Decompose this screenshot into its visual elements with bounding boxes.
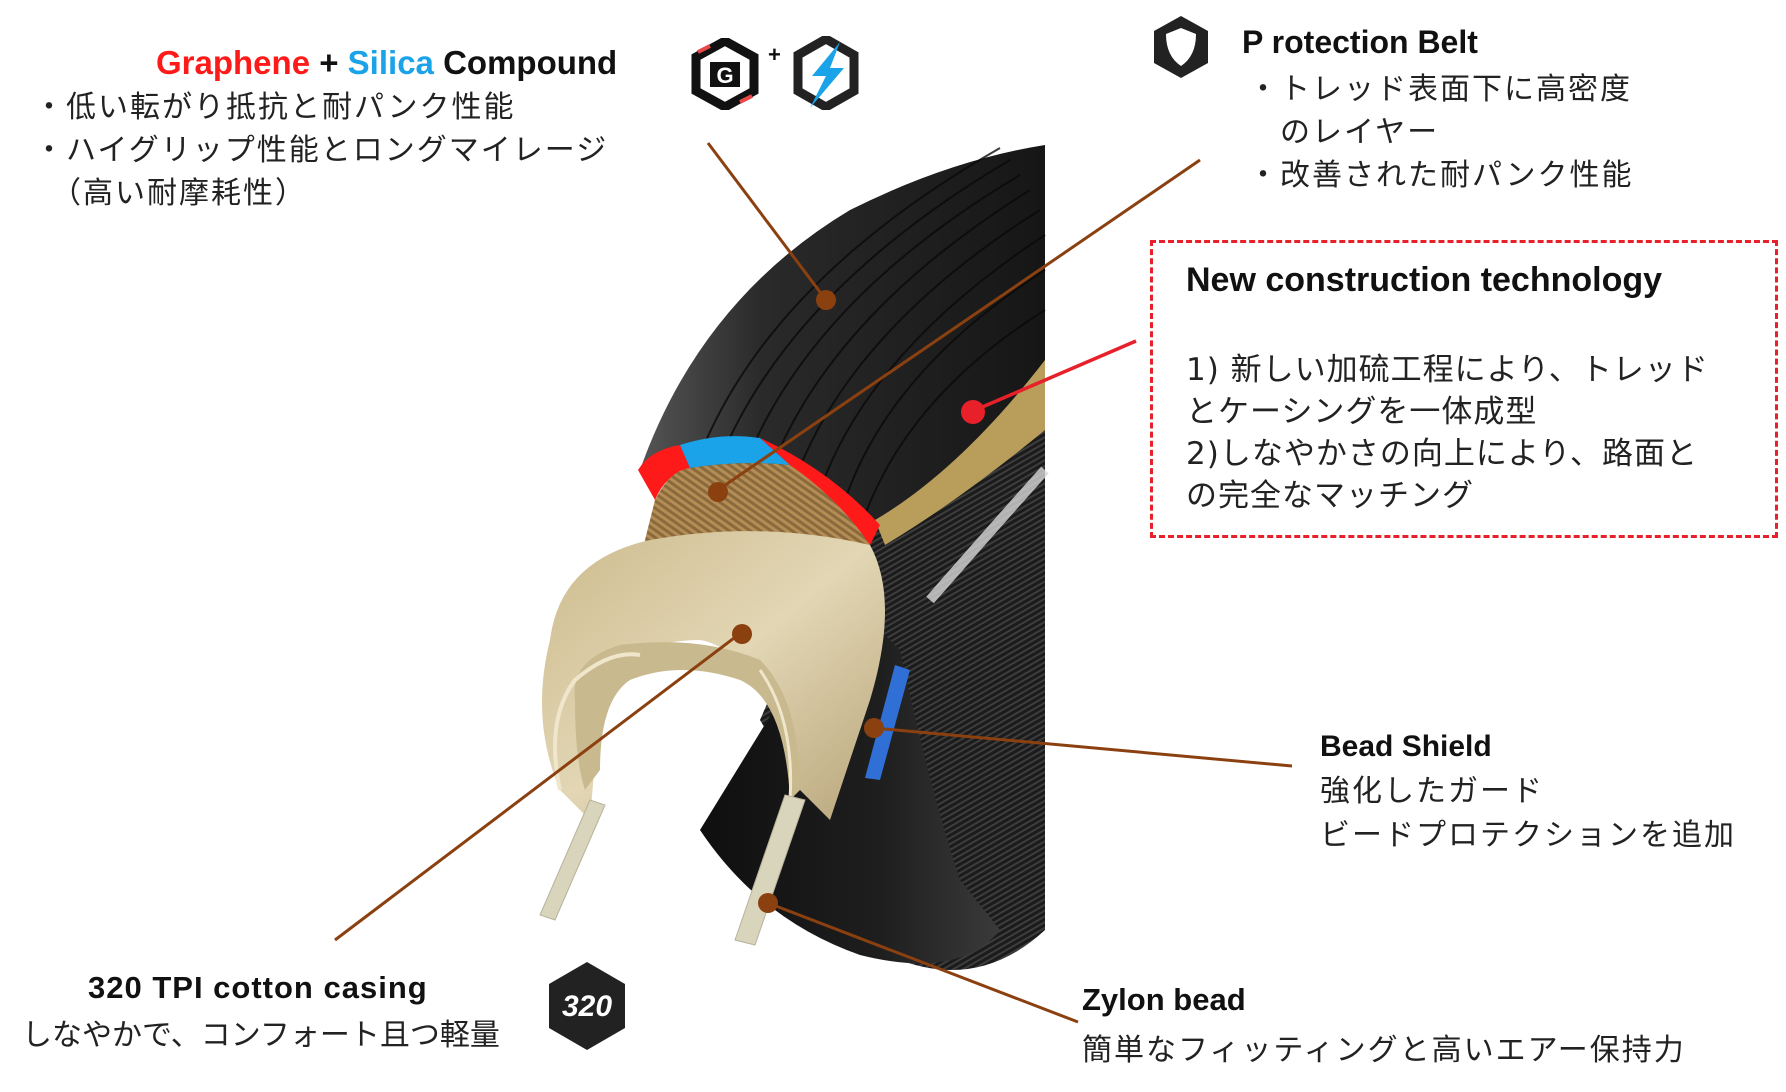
silica-label: Silica [347, 44, 434, 81]
compound-title: Graphene + Silica Compound [156, 44, 617, 82]
tpi-320-hex-icon: 320 [549, 962, 625, 1050]
compound-bullet: （高い耐摩耗性） [34, 176, 307, 211]
bead-shield-line: 強化したガード [1320, 774, 1544, 809]
protection-belt-bullet: ・改善された耐パンク性能 [1248, 158, 1634, 193]
bead-shield-title: Bead Shield [1320, 730, 1492, 763]
new-construction-box: New construction technology 1) 新しい加硫工程によ… [1150, 240, 1778, 538]
new-construction-title: New construction technology [1186, 261, 1663, 299]
protection-belt-bullets: ・トレッド表面下に高密度 のレイヤー ・改善された耐パンク性能 [1248, 68, 1634, 197]
graphene-g-hex-icon: G [691, 38, 759, 110]
compound-label: Compound [443, 44, 618, 81]
bead-shield-lines: 強化したガード ビードプロテクションを追加 [1320, 770, 1736, 858]
plus-sign: + [319, 44, 339, 81]
new-construction-line: 2)しなやかさの向上により、路面と [1186, 436, 1698, 472]
casing-shape [542, 531, 885, 820]
protection-belt-bullet: のレイヤー [1248, 115, 1440, 150]
casing-title: 320 TPI cotton casing [88, 970, 428, 1005]
icons-plus-sign: + [768, 42, 781, 67]
protection-belt-title: P rotection Belt [1242, 24, 1478, 60]
bead-shield-strip [865, 665, 910, 780]
protection-belt-bullet: ・トレッド表面下に高密度 [1248, 72, 1632, 107]
new-construction-line: とケーシングを一体成型 [1186, 394, 1538, 430]
silica-lightning-hex-icon [793, 36, 859, 110]
casing-subtitle: しなやかで、コンフォート且つ軽量 [22, 1018, 500, 1053]
shield-hex-icon [1154, 16, 1208, 78]
leader-dots [708, 290, 985, 913]
zylon-subtitle: 簡単なフィッティングと高いエアー保持力 [1082, 1033, 1686, 1068]
compound-bullet: ・ハイグリップ性能とロングマイレージ [34, 133, 609, 168]
new-construction-line: の完全なマッチング [1186, 478, 1474, 514]
graphene-label: Graphene [156, 44, 311, 81]
svg-text:320: 320 [562, 990, 612, 1023]
new-construction-lines: 1) 新しい加硫工程により、トレッド とケーシングを一体成型 2)しなやかさの向… [1186, 349, 1709, 517]
new-construction-line: 1) 新しい加硫工程により、トレッド [1186, 352, 1709, 388]
leader-lines [334, 142, 1293, 1024]
compound-bullet: ・低い転がり抵抗と耐パンク性能 [34, 90, 516, 125]
compound-bullets: ・低い転がり抵抗と耐パンク性能 ・ハイグリップ性能とロングマイレージ （高い耐摩… [34, 86, 608, 215]
bead-shield-line: ビードプロテクションを追加 [1320, 818, 1736, 853]
bead-cores [539, 794, 806, 946]
zylon-title: Zylon bead [1082, 982, 1246, 1017]
svg-text:G: G [716, 63, 733, 88]
